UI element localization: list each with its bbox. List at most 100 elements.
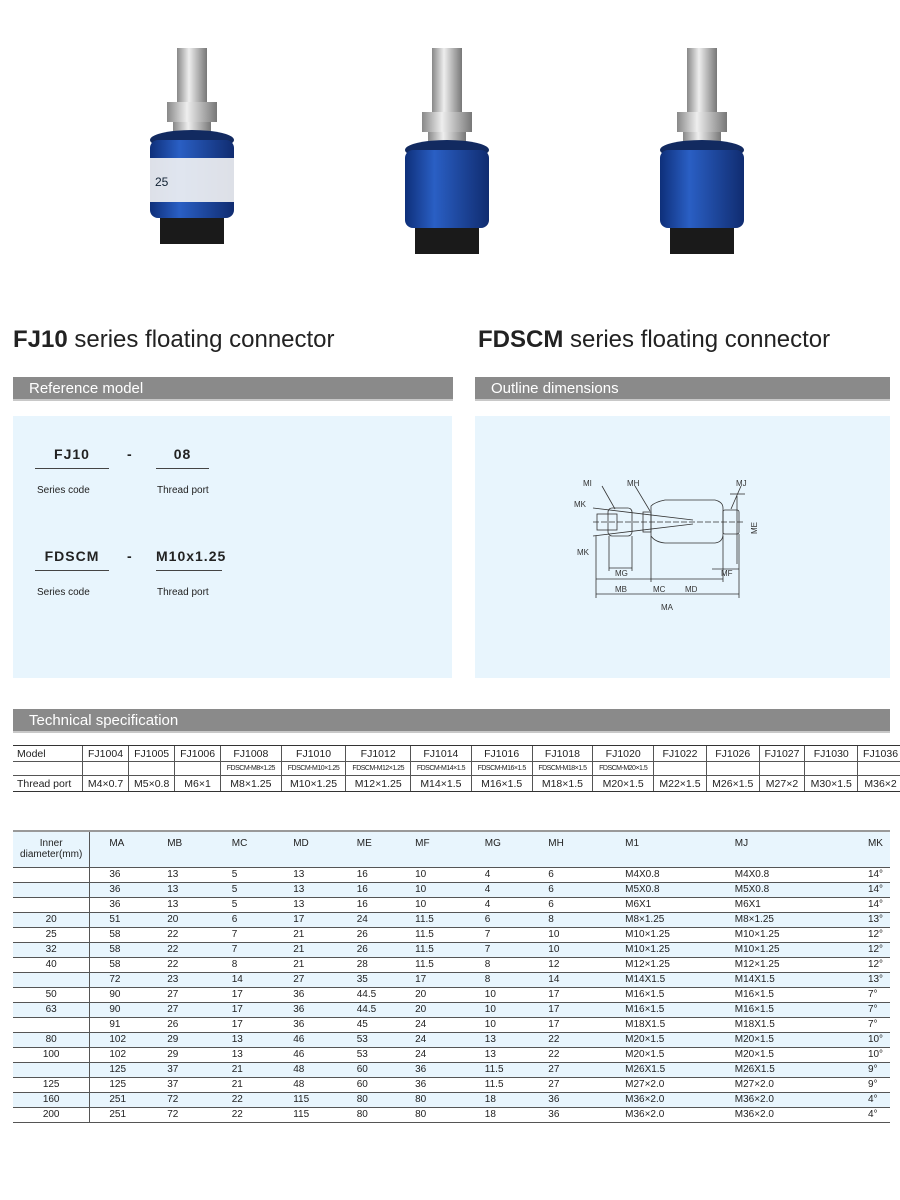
table-cell: 10°	[848, 1032, 890, 1048]
table-cell: 251	[89, 1092, 149, 1108]
fdscm-title: FDSCM series floating connector	[478, 326, 831, 353]
table-cell: 12°	[848, 927, 890, 943]
table-cell: 24	[337, 912, 397, 928]
table-cell: 17	[529, 1017, 607, 1033]
table-cell: 26	[337, 927, 397, 943]
table-cell: 25	[13, 927, 91, 943]
spec-cell	[804, 761, 858, 776]
table-cell: M4X0.8	[606, 867, 716, 883]
thread-port-label-2: Thread port	[157, 587, 209, 598]
table-cell	[13, 972, 91, 988]
black-base	[670, 228, 734, 254]
table-cell	[13, 897, 91, 913]
label-mg: MG	[615, 569, 628, 578]
table-cell: M20×1.5	[606, 1047, 716, 1063]
table-cell: 35	[337, 972, 397, 988]
table-cell: 102	[89, 1047, 149, 1063]
table-cell: 80	[337, 1107, 397, 1123]
table-cell: 21	[212, 1077, 275, 1093]
column-header: MD	[274, 830, 338, 868]
column-header: MC	[212, 830, 275, 868]
table-cell: 27	[148, 1002, 213, 1018]
table-cell: 36	[274, 1002, 338, 1018]
table-cell: 21	[274, 942, 338, 958]
table-cell: 46	[274, 1047, 338, 1063]
spec-cell	[857, 761, 900, 776]
table-cell: 10	[396, 882, 466, 898]
table-cell: 7	[212, 942, 275, 958]
label-mj: MJ	[736, 479, 747, 488]
table-cell: 14°	[848, 867, 890, 883]
table-cell: 60	[337, 1062, 397, 1078]
table-cell: 80	[396, 1092, 466, 1108]
spec-cell: M14×1.5	[410, 775, 472, 792]
black-base	[415, 228, 479, 254]
outline-dimensions-bar: Outline dimensions	[475, 377, 890, 401]
table-cell: M36×2.0	[715, 1092, 849, 1108]
table-cell: 60	[337, 1077, 397, 1093]
table-cell: 7°	[848, 987, 890, 1003]
table-cell: 18	[465, 1107, 530, 1123]
table-cell: 10	[396, 867, 466, 883]
table-cell: 58	[89, 927, 149, 943]
table-cell: 5	[212, 867, 275, 883]
table-cell: 44.5	[337, 987, 397, 1003]
table-cell: 48	[274, 1077, 338, 1093]
table-cell: 13	[212, 1047, 275, 1063]
column-header: MJ	[715, 830, 849, 868]
spec-cell: M10×1.25	[280, 775, 346, 792]
product-image-fj10-plain	[380, 40, 520, 270]
table-cell: 7	[465, 927, 530, 943]
table-cell: 36	[396, 1077, 466, 1093]
label-mh: MH	[627, 479, 640, 488]
table-cell: M16×1.5	[606, 987, 716, 1003]
table-cell: M18X1.5	[715, 1017, 849, 1033]
spec-cell: FDSCM-M12×1.25	[345, 761, 411, 776]
spec-cell: M16×1.5	[470, 775, 533, 792]
table-cell: 12°	[848, 957, 890, 973]
table-cell: 24	[396, 1047, 466, 1063]
spec-cell: M5×0.8	[128, 775, 175, 792]
table-cell: 22	[212, 1092, 275, 1108]
spec-cell: FJ1027	[758, 745, 805, 762]
table-cell: 5	[212, 882, 275, 898]
connector-illustration: 25	[150, 48, 234, 244]
table-cell: M26X1.5	[715, 1062, 849, 1078]
table-cell: 13	[148, 897, 213, 913]
table-cell: 22	[212, 1107, 275, 1123]
spec-cell: FJ1008	[219, 745, 282, 762]
table-cell: 20	[13, 912, 91, 928]
spec-cell: FDSCM-M18×1.5	[531, 761, 593, 776]
table-cell: 26	[148, 1017, 213, 1033]
spec-cell: FJ1030	[804, 745, 858, 762]
table-cell: M8×1.25	[606, 912, 716, 928]
column-header: MH	[529, 830, 607, 868]
table-cell: 14	[212, 972, 275, 988]
table-cell: 24	[396, 1032, 466, 1048]
dash-2: -	[127, 548, 132, 564]
table-cell: 11.5	[396, 912, 466, 928]
svg-text:25: 25	[155, 175, 169, 189]
table-cell: 7°	[848, 1017, 890, 1033]
table-cell: M12×1.25	[606, 957, 716, 973]
table-cell	[13, 882, 91, 898]
table-cell: 16	[337, 882, 397, 898]
table-cell: M36×2.0	[606, 1092, 716, 1108]
table-cell: 20	[396, 1002, 466, 1018]
label-me: ME	[750, 522, 759, 534]
table-cell: 9°	[848, 1062, 890, 1078]
thread-port-label-1: Thread port	[157, 485, 209, 496]
spec-cell: FJ1006	[174, 745, 221, 762]
table-cell: 26	[337, 942, 397, 958]
spec-cell: M6×1	[174, 775, 221, 792]
spec-cell	[758, 761, 805, 776]
table-cell: 251	[89, 1107, 149, 1123]
label-md: MD	[685, 585, 698, 594]
table-cell: 160	[13, 1092, 91, 1108]
table-cell: 36	[89, 897, 149, 913]
